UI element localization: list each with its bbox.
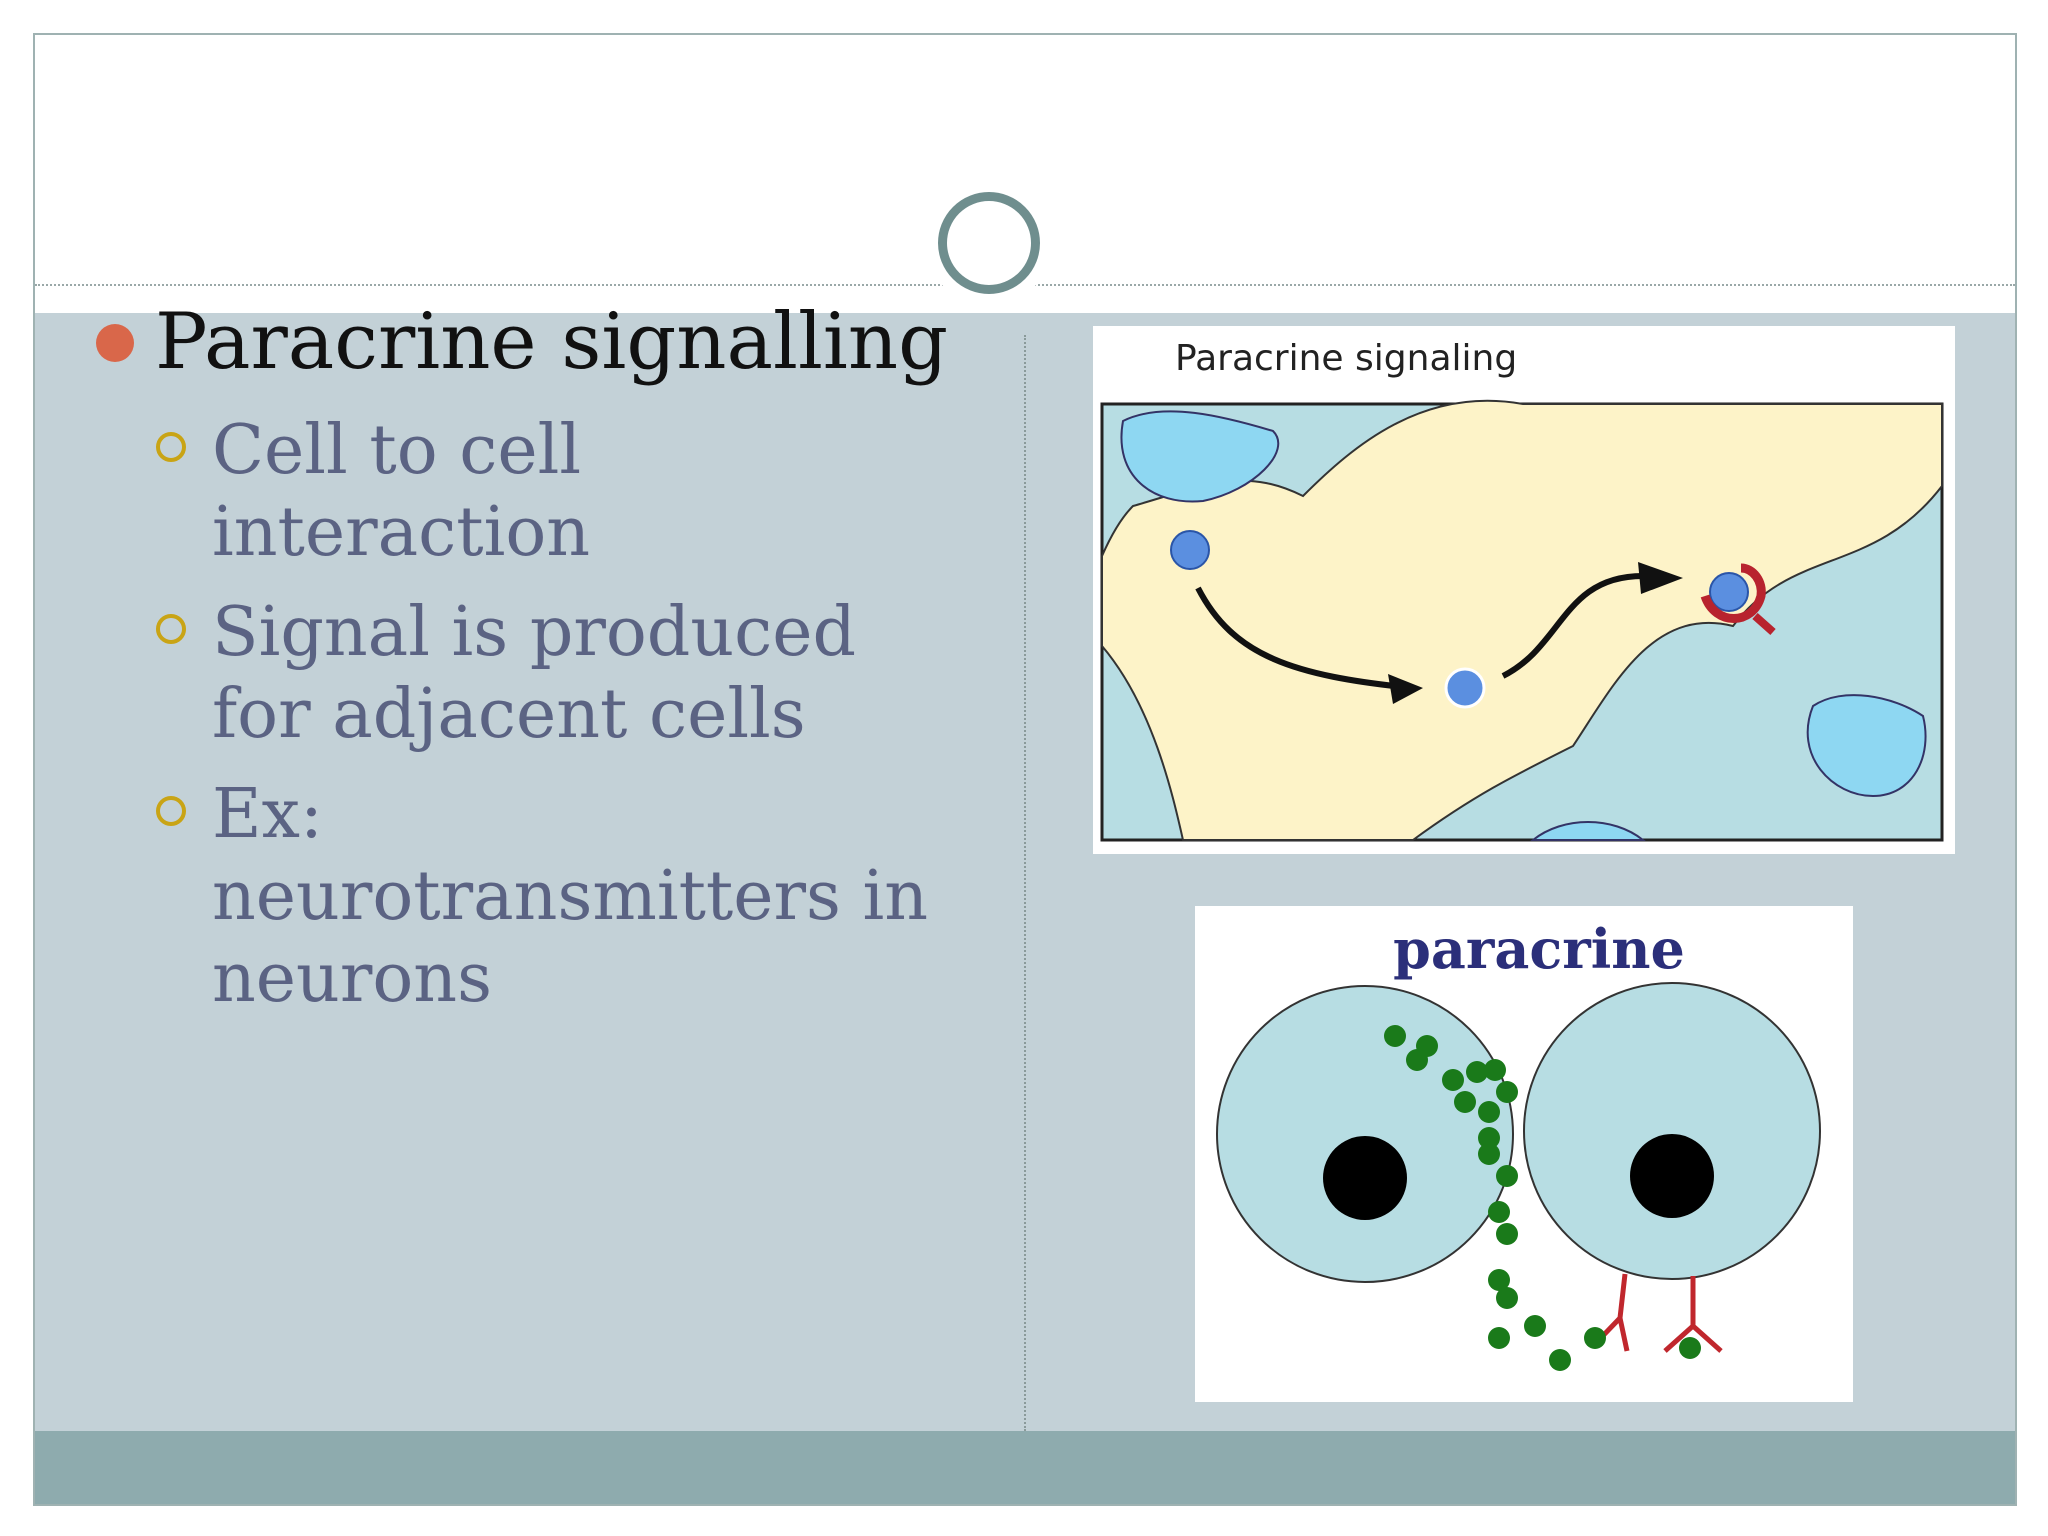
sub-bullet: Cell to cell interaction xyxy=(60,410,952,574)
signal-molecule xyxy=(1170,530,1210,570)
sub-bullet-text: Ex: neurotransmitters in neurons xyxy=(212,775,929,1018)
secreting-cell xyxy=(1216,985,1514,1283)
paracrine-signaling-diagram: Paracrine signaling xyxy=(1093,326,1955,854)
sub-bullet: Signal is produced for adjacent cells xyxy=(60,592,952,756)
cell-nucleus xyxy=(1120,410,1280,503)
main-bullet: Paracrine signalling xyxy=(60,292,960,392)
extracellular-space xyxy=(1101,399,1943,841)
arrow-head-icon xyxy=(1388,674,1423,704)
sub-bullet-text: Cell to cell interaction xyxy=(212,411,591,572)
ring-bullet-icon xyxy=(156,796,186,826)
signal-vesicles xyxy=(1384,1025,1701,1371)
cell-nucleus xyxy=(1806,694,1927,798)
receptor-icon xyxy=(1752,613,1776,635)
ring-bullet-icon xyxy=(156,432,186,462)
cell-nucleus xyxy=(1530,821,1646,841)
column-divider xyxy=(1024,335,1026,1431)
main-bullet-text: Paracrine signalling xyxy=(155,297,949,387)
paracrine-cells-diagram: paracrine xyxy=(1195,906,1853,1402)
target-cell xyxy=(1523,982,1821,1280)
sub-bullet: Ex: neurotransmitters in neurons xyxy=(60,774,952,1020)
arrow-path xyxy=(1501,573,1644,679)
arrow-head-icon xyxy=(1638,562,1683,594)
bullet-list: Paracrine signalling Cell to cell intera… xyxy=(60,292,960,1020)
slide-footer-band xyxy=(35,1431,2015,1504)
cell-nucleus xyxy=(1630,1134,1714,1218)
decorative-circle-icon xyxy=(938,192,1040,294)
receptor-icon xyxy=(1700,563,1766,623)
figure-title: paracrine xyxy=(1393,917,1685,981)
signal-molecule xyxy=(1444,667,1486,709)
arrow-path xyxy=(1195,586,1414,691)
cell-nucleus xyxy=(1323,1136,1407,1220)
bullet-dot-icon xyxy=(96,324,134,362)
figure-title: Paracrine signaling xyxy=(1175,338,1517,379)
sub-bullet-text: Signal is produced for adjacent cells xyxy=(212,593,856,754)
signal-molecule xyxy=(1709,572,1749,612)
tissue-panel xyxy=(1100,399,1944,842)
ring-bullet-icon xyxy=(156,614,186,644)
